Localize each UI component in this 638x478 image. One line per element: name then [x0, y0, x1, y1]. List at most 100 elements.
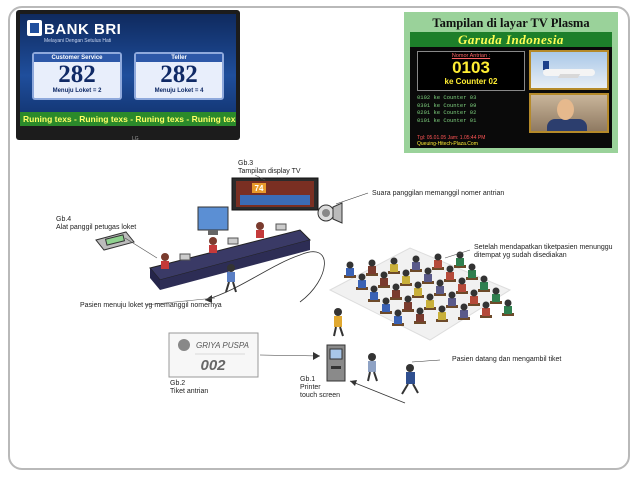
- queue-history-item: 0201 ke Counter 02: [417, 109, 477, 116]
- plasma-title: Tampilan di layar TV Plasma: [432, 16, 590, 30]
- waiting-chair: [414, 321, 426, 324]
- waiting-chair: [390, 297, 402, 300]
- waiting-chair: [356, 287, 368, 290]
- waiting-patient-body: [402, 276, 410, 284]
- current-queue-counter: ke Counter 02: [444, 77, 498, 86]
- waiting-patient-head: [438, 305, 446, 313]
- label-suara: Suara panggilan memanggil nomer antrian: [372, 190, 505, 197]
- waiting-chair: [434, 293, 446, 296]
- waiting-patient-body: [458, 284, 466, 292]
- waiting-chair: [502, 313, 514, 316]
- waiting-patient-head: [480, 275, 488, 283]
- waiting-patient-head: [358, 273, 366, 281]
- label-pasien-menuju: Pasien menuju loket yg memanggil nomerny…: [80, 302, 222, 309]
- waiting-chair: [388, 271, 400, 274]
- waiting-chair: [424, 307, 436, 310]
- businessman-photo: [529, 93, 609, 133]
- waiting-patient-body: [346, 268, 354, 276]
- waiting-chair: [344, 275, 356, 278]
- waiting-patient-head: [402, 269, 410, 277]
- waiting-chair: [402, 309, 414, 312]
- display-tv-illustration: 74: [231, 177, 319, 211]
- airline-banner: Garuda Indonesia: [410, 32, 612, 47]
- patient-arriving: [401, 364, 419, 395]
- label-pasien-datang: Pasien datang dan mengambil tiket: [452, 356, 562, 363]
- waiting-patient-body: [382, 304, 390, 312]
- waiting-chair: [366, 273, 378, 276]
- waiting-chair: [392, 323, 404, 326]
- waiting-patient-body: [456, 258, 464, 266]
- waiting-patient-head: [382, 297, 390, 305]
- waiting-patient-body: [434, 260, 442, 268]
- waiting-patient-head: [392, 283, 400, 291]
- waiting-patient-head: [370, 285, 378, 293]
- airplane-tail: [543, 61, 549, 70]
- waiting-patient-body: [380, 278, 388, 286]
- bank-tv: BANK BRI Melayani Dengan Setulus Hati Cu…: [16, 10, 240, 142]
- queue-history-list: 0102 ke Counter 03 0301 ke Counter 09 02…: [417, 94, 525, 124]
- waiting-patient-body: [470, 296, 478, 304]
- waiting-patient-head: [404, 295, 412, 303]
- queue-ticket: GRIYA PUSPA 002: [168, 332, 259, 378]
- waiting-patient-body: [424, 274, 432, 282]
- queue-history-item: 0102 ke Counter 03: [417, 94, 477, 101]
- label-gb4-text: Alat panggil petugas loket: [56, 224, 137, 231]
- waiting-chair: [378, 285, 390, 288]
- waiting-patient-head: [504, 299, 512, 307]
- waiting-patient-body: [416, 314, 424, 322]
- waiting-patient-head: [434, 253, 442, 261]
- plasma-website: Queuing-Hitech-Plaza.Com: [417, 141, 478, 147]
- ticket-kiosk-icon: [326, 344, 346, 382]
- label-gb2-text: Tiket antrian: [170, 388, 209, 395]
- waiting-patient-head: [482, 301, 490, 309]
- label-gb3-text: Tampilan display TV: [238, 168, 301, 175]
- waiting-patient-body: [392, 290, 400, 298]
- running-text-ticker: Runing texs - Runing texs - Runing texs …: [20, 112, 236, 126]
- waiting-patient-body: [460, 310, 468, 318]
- waiting-patient-head: [468, 263, 476, 271]
- waiting-patient-head: [424, 267, 432, 275]
- waiting-chair: [454, 265, 466, 268]
- waiting-patient-head: [446, 265, 454, 273]
- counter-footer: Menuju Loket = 2: [52, 88, 102, 94]
- airplane-body: [543, 69, 595, 76]
- waiting-patient-body: [368, 266, 376, 274]
- waiting-chair: [456, 291, 468, 294]
- monitor-icon: [197, 206, 229, 235]
- waiting-chair: [444, 279, 456, 282]
- waiting-patient-body: [414, 288, 422, 296]
- waiting-chair: [480, 315, 492, 318]
- waiting-chair: [432, 267, 444, 270]
- queue-history-item: 0101 ke Counter 01: [417, 116, 477, 124]
- arrow-kiosk-head: [350, 380, 357, 386]
- caller-device-icon: [95, 231, 135, 251]
- waiting-chair: [410, 269, 422, 272]
- airplane-wing: [557, 74, 581, 78]
- waiting-patient-body: [492, 294, 500, 302]
- waiting-patient-body: [438, 312, 446, 320]
- label-gb2: Gb.2: [170, 380, 186, 387]
- counter-number: 282: [160, 61, 198, 88]
- flow-arrowhead: [205, 295, 212, 303]
- label-gb1-text-1: Printer: [300, 384, 321, 391]
- counter-title: Customer Service: [34, 54, 120, 62]
- waiting-chair: [412, 295, 424, 298]
- waiting-patient-head: [460, 303, 468, 311]
- label-gb1-text-2: touch screen: [300, 392, 341, 399]
- waiting-patient-body: [358, 280, 366, 288]
- queue-number-label: Nomor Antrian :: [451, 53, 491, 59]
- current-queue-number: 0103: [452, 58, 490, 77]
- counter-footer: Menuju Loket = 4: [154, 88, 204, 94]
- counter-box-customer-service: Customer Service 282 Menuju Loket = 2: [32, 52, 122, 100]
- waiting-patient-body: [390, 264, 398, 272]
- counter-title: Teller: [136, 54, 222, 62]
- counter-number: 282: [58, 61, 96, 88]
- waiting-patient-head: [470, 289, 478, 297]
- waiting-patients: [344, 251, 514, 326]
- arrow-kiosk-line: [349, 380, 406, 404]
- waiting-patient-head: [458, 277, 466, 285]
- waiting-patient-body: [370, 292, 378, 300]
- queue-flow-diagram: 74: [95, 174, 514, 404]
- patient-walking-to-counter: [225, 264, 237, 293]
- waiting-patient-head: [456, 251, 464, 259]
